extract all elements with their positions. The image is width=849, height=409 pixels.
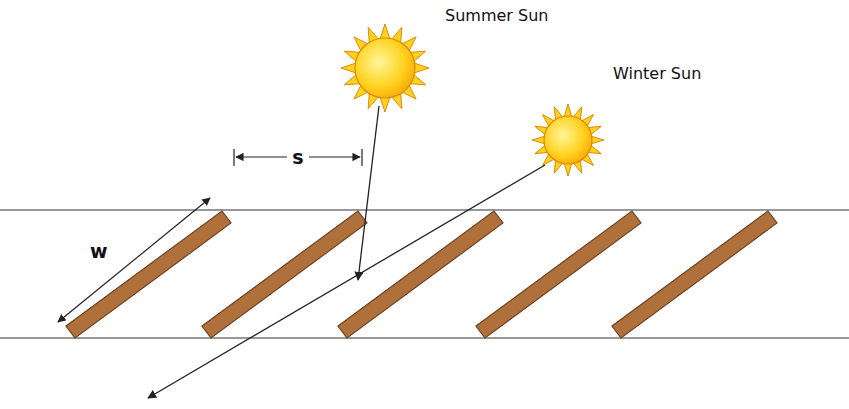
louver-slat bbox=[476, 211, 641, 338]
sun-label: Summer Sun bbox=[445, 6, 548, 25]
bottom-edge-line bbox=[0, 337, 849, 338]
louver-slat bbox=[612, 211, 777, 338]
width-dimension bbox=[58, 198, 210, 322]
summer-ray bbox=[358, 106, 379, 280]
louver-slat bbox=[338, 211, 503, 338]
dimension-label: s bbox=[290, 146, 305, 168]
dimension-label: w bbox=[90, 240, 108, 262]
sun-disc bbox=[544, 116, 592, 164]
spacing-dimension bbox=[236, 156, 287, 157]
louver-slats bbox=[66, 211, 777, 338]
spacing-dimension bbox=[309, 156, 360, 157]
spacing-tick bbox=[361, 149, 362, 166]
sun-label: Winter Sun bbox=[613, 64, 701, 83]
top-edge-line bbox=[0, 209, 849, 210]
sun-icon bbox=[341, 24, 429, 112]
sun-icon bbox=[532, 104, 604, 176]
spacing-tick bbox=[233, 149, 234, 166]
louver-slat bbox=[202, 211, 367, 338]
sun-icons bbox=[341, 24, 604, 176]
sun-disc bbox=[355, 38, 415, 98]
louver-slat bbox=[66, 211, 231, 338]
